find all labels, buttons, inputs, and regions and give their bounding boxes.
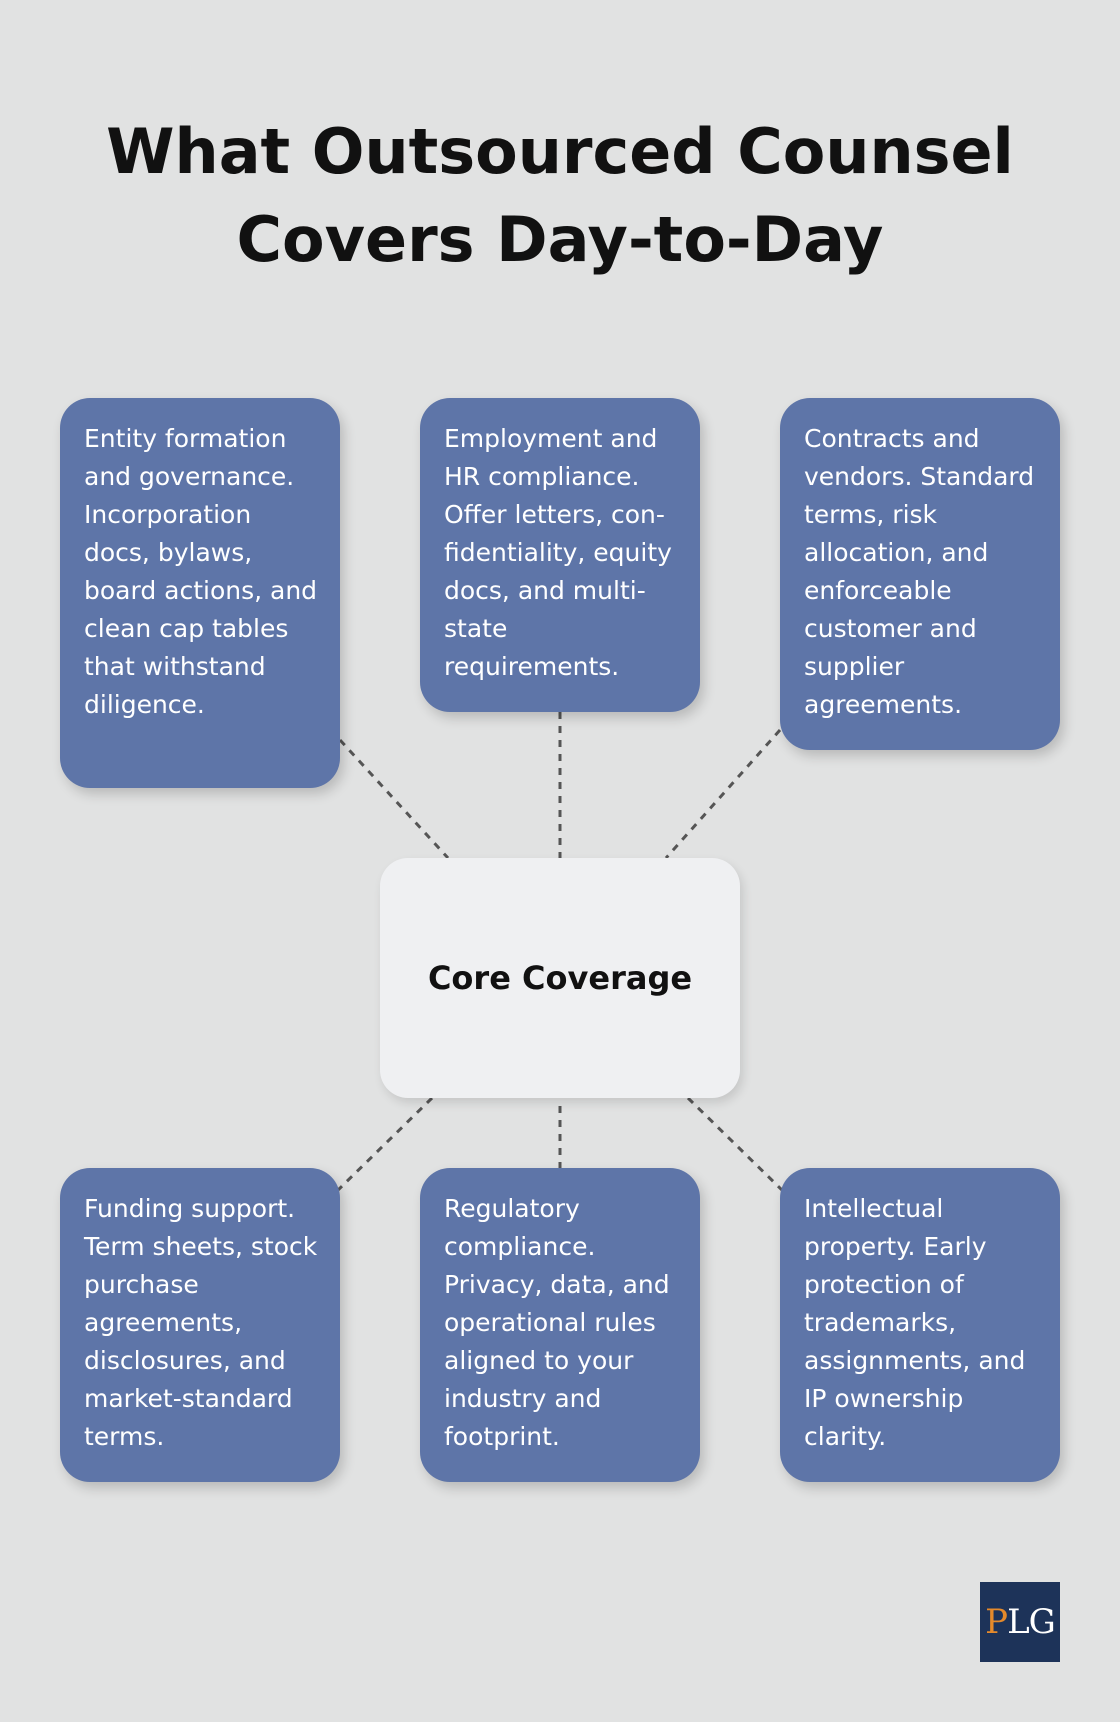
card-employment-hr: Employment and HR compliance. Offer lett… xyxy=(420,398,700,712)
connector-top-right xyxy=(664,729,782,859)
title-line-2: Covers Day-to-Day xyxy=(236,203,884,276)
card-contracts-vendors: Contracts and vendors. Standard terms, r… xyxy=(780,398,1060,750)
title-line-1: What Outsourced Counsel xyxy=(106,115,1014,188)
connector-top-left xyxy=(338,738,450,860)
card-intellectual-property: Intellectual property. Early protection … xyxy=(780,1168,1060,1482)
card-funding-support: Funding support. Term sheets, stock purc… xyxy=(60,1168,340,1482)
card-entity-formation: Entity formation and governance. Incorpo… xyxy=(60,398,340,788)
connector-bottom-right xyxy=(686,1096,786,1194)
connector-bottom-left xyxy=(334,1096,434,1194)
page-title: What Outsourced Counsel Covers Day-to-Da… xyxy=(0,108,1120,284)
logo-letters-lg: LG xyxy=(1007,1602,1056,1642)
center-node: Core Coverage xyxy=(380,858,740,1098)
logo-letter-p: P xyxy=(985,1602,1008,1642)
card-regulatory-compliance: Regulatory compliance. Privacy, data, an… xyxy=(420,1168,700,1482)
